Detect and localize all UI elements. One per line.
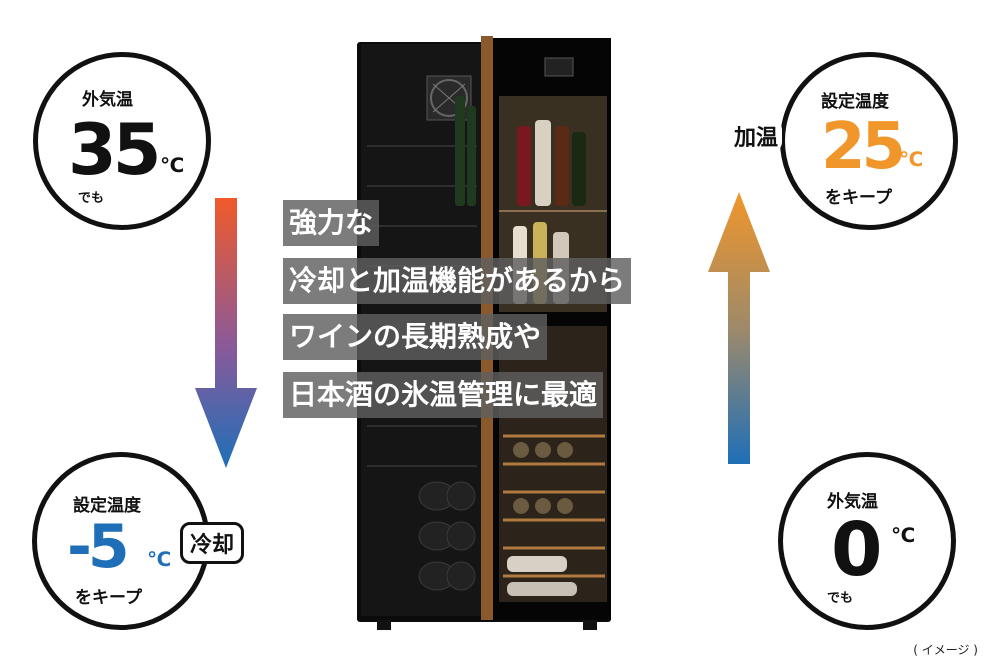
caption-line-3: ワインの長期熟成や xyxy=(283,314,548,360)
set-temp-label: 設定温度 xyxy=(821,92,889,112)
set-temp-note: をキープ xyxy=(75,588,142,608)
heat-mode-tag: 加温 xyxy=(730,120,783,152)
outside-temp-low-badge: 外気温 0 ℃ でも xyxy=(778,452,956,630)
arrow-up-icon xyxy=(708,192,770,468)
outside-temp-label: 外気温 xyxy=(827,492,878,512)
set-temp-value: -5 xyxy=(67,512,130,582)
image-note: ( イメージ ) xyxy=(913,643,978,657)
caption-line-2: 冷却と加温機能があるから xyxy=(283,258,632,304)
outside-temp-label: 外気温 xyxy=(82,90,133,110)
caption-line-1: 強力な xyxy=(283,200,380,246)
outside-temp-value: 0 xyxy=(831,507,882,593)
outside-temp-value: 35 xyxy=(68,109,161,191)
arrow-down-icon xyxy=(195,198,257,474)
set-temp-cool-badge: 設定温度 -5 ℃ をキープ xyxy=(32,452,210,630)
outside-temp-unit: ℃ xyxy=(891,523,916,547)
outside-temp-note: でも xyxy=(78,191,105,206)
set-temp-heat-badge: 設定温度 25 ℃ をキープ xyxy=(780,52,958,230)
set-temp-value: 25 xyxy=(821,110,906,184)
outside-temp-high-badge: 外気温 35 ℃ でも xyxy=(33,52,211,230)
set-temp-note: をキープ xyxy=(825,188,892,208)
outside-temp-note: でも xyxy=(827,591,854,606)
set-temp-label: 設定温度 xyxy=(73,496,141,516)
set-temp-unit: ℃ xyxy=(899,147,924,171)
set-temp-unit: ℃ xyxy=(147,547,172,571)
caption-line-4: 日本酒の氷温管理に最適 xyxy=(283,372,604,418)
outside-temp-unit: ℃ xyxy=(160,153,185,177)
cool-mode-tag: 冷却 xyxy=(180,522,245,564)
